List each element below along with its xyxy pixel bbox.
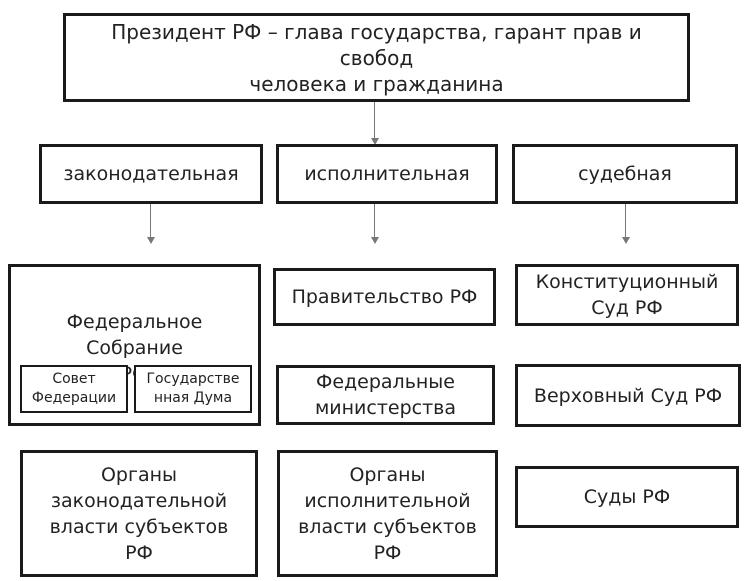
government-label: Правительство РФ xyxy=(291,286,478,308)
supreme-court-box: Верховный Суд РФ xyxy=(515,364,741,427)
arrowhead-president xyxy=(371,138,379,145)
connector-executive xyxy=(374,204,375,239)
constitutional-court-box: Конституционный Суд РФ xyxy=(515,264,739,326)
arrowhead-judicial xyxy=(622,237,630,244)
legislative-regional-label: Органы законодательной власти субъектов … xyxy=(49,463,229,564)
connector-legislative xyxy=(150,204,151,239)
branch-judicial-label: судебная xyxy=(578,163,672,185)
ministries-label: Федеральные министерства xyxy=(314,371,457,419)
arrowhead-legislative xyxy=(147,237,155,244)
president-text: Президент РФ – глава государства, гарант… xyxy=(111,19,642,96)
legislative-regional-box: Органы законодательной власти субъектов … xyxy=(20,450,258,577)
branch-legislative-label: законодательная xyxy=(63,163,239,185)
state-duma-label: Государстве нная Дума xyxy=(146,371,240,406)
government-box: Правительство РФ xyxy=(273,268,496,326)
courts-label: Суды РФ xyxy=(583,486,671,508)
executive-regional-box: Органы исполнительной власти субъектов Р… xyxy=(277,450,498,577)
arrowhead-executive xyxy=(371,237,379,244)
state-duma-box: Государстве нная Дума xyxy=(134,365,252,413)
executive-regional-label: Органы исполнительной власти субъектов Р… xyxy=(298,463,477,564)
constitutional-court-label: Конституционный Суд РФ xyxy=(535,271,719,319)
courts-box: Суды РФ xyxy=(515,466,739,528)
supreme-court-label: Верховный Суд РФ xyxy=(533,384,723,407)
federation-council-label: Совет Федерации xyxy=(31,371,117,406)
branch-legislative: законодательная xyxy=(39,144,263,204)
federation-council-box: Совет Федерации xyxy=(20,365,128,413)
ministries-box: Федеральные министерства xyxy=(276,365,495,425)
president-box: Президент РФ – глава государства, гарант… xyxy=(63,13,690,102)
connector-president xyxy=(374,102,375,140)
branch-executive-label: исполнительная xyxy=(304,163,470,185)
branch-executive: исполнительная xyxy=(276,144,498,204)
connector-judicial xyxy=(625,204,626,239)
branch-judicial: судебная xyxy=(512,144,738,204)
